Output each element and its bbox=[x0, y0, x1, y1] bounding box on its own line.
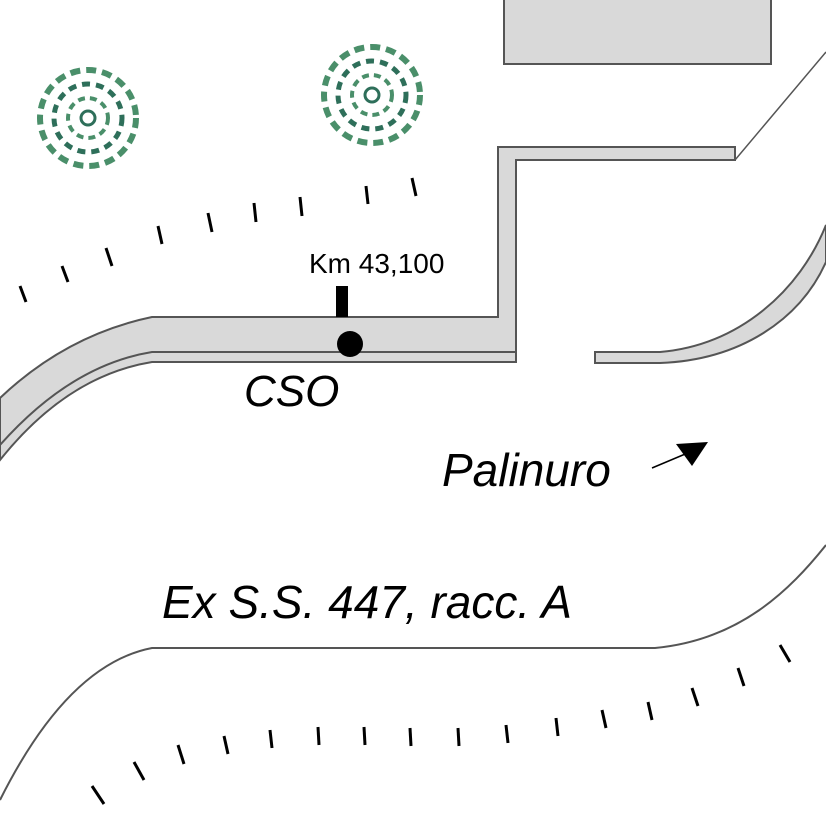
road-label: Ex S.S. 447, racc. A bbox=[162, 576, 572, 628]
tree-icon bbox=[321, 44, 423, 146]
direction-arrow-shaft bbox=[651, 451, 691, 469]
station-dot-icon bbox=[337, 331, 363, 357]
tree-icon bbox=[37, 67, 139, 169]
sidewalk-right bbox=[594, 224, 826, 364]
building bbox=[503, 0, 772, 65]
direction-label: Palinuro bbox=[442, 444, 611, 496]
boundary-line bbox=[734, 51, 826, 161]
km-marker-label: Km 43,100 bbox=[309, 248, 444, 279]
curb-line bbox=[0, 351, 516, 446]
direction-arrow-icon bbox=[676, 442, 708, 466]
fence-top bbox=[18, 177, 418, 303]
station-label: CSO bbox=[244, 367, 339, 416]
km-post bbox=[336, 286, 348, 317]
road-edge-lower bbox=[0, 544, 826, 801]
fence-bottom bbox=[90, 644, 792, 805]
